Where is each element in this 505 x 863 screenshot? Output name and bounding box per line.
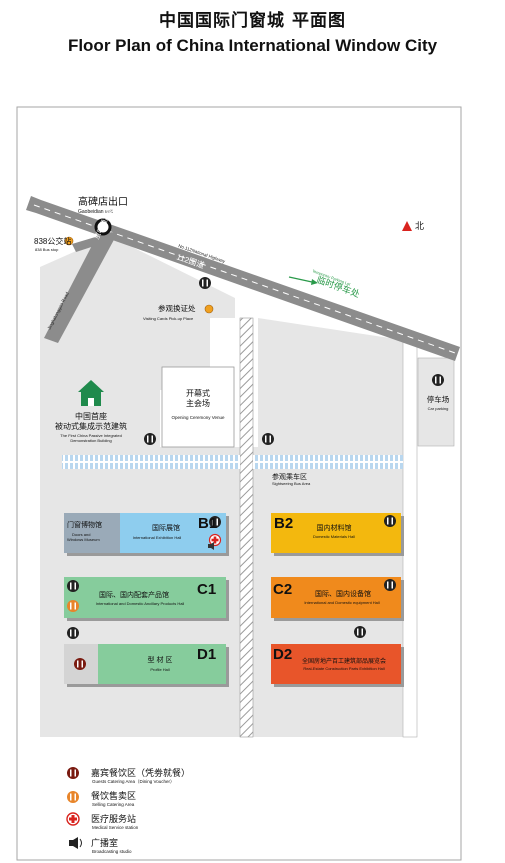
passive-label-en-1: The First China Passive Integrated xyxy=(60,433,122,438)
c1-name-en: International and Domestic Ancillary Pro… xyxy=(96,601,185,606)
venue-label-en: Opening Ceremony Venue xyxy=(171,415,225,420)
bus-stop-road xyxy=(72,232,116,252)
dining-icon xyxy=(209,516,221,528)
dining-icon xyxy=(144,433,156,445)
dining-icon xyxy=(384,515,396,527)
dining-icon xyxy=(262,433,274,445)
temp-parking-arrow xyxy=(288,276,313,283)
d1-name-cn: 型 材 区 xyxy=(148,655,173,664)
dining-icon xyxy=(354,626,366,638)
north-east-ground xyxy=(258,318,403,447)
bus-lane-east xyxy=(253,455,403,469)
legend-vip-dining-icon xyxy=(67,767,79,779)
exit-label-cn: 高碑店出口 xyxy=(78,195,128,208)
bus-area-label-cn: 参观乘车区 xyxy=(272,472,307,481)
pickup-label-en: Visiting Cards Pick-up Place xyxy=(143,316,194,321)
passive-label-cn-2: 被动式集成示范建筑 xyxy=(55,421,127,431)
legend-2-en: Selling Catering Area xyxy=(92,802,135,807)
east-road xyxy=(402,339,418,738)
catering-icon xyxy=(67,600,79,612)
exit-label-en: Gaobeidian exit xyxy=(78,209,113,215)
north-label: 北 xyxy=(415,221,424,231)
bus-stop-label-cn: 838公交站 xyxy=(34,236,71,246)
central-walkway xyxy=(239,317,254,738)
b1-code: B1 xyxy=(198,515,217,532)
dining-icon xyxy=(67,580,79,592)
b1-museum-cn: 门窗博物馆 xyxy=(67,520,102,529)
pickup-label-cn: 参观换证处 xyxy=(158,303,196,313)
passive-building-house-icon xyxy=(78,380,104,406)
legend-3-cn: 医疗服务站 xyxy=(91,813,136,824)
highway-centerline xyxy=(33,204,459,355)
hall-c2-block xyxy=(271,577,404,621)
hall-c1-block xyxy=(64,577,229,621)
opening-ceremony-building xyxy=(161,366,235,448)
dining-icons xyxy=(67,277,444,639)
bus-lane-west xyxy=(62,455,240,469)
legend-catering-icon xyxy=(67,791,79,803)
b1-name-en: International Exhibition Hall xyxy=(133,535,182,540)
b1-name-cn: 国际展馆 xyxy=(152,523,180,532)
legend-4-cn: 广播室 xyxy=(91,837,118,848)
c2-code: C2 xyxy=(273,581,292,598)
medical-icon xyxy=(208,533,222,547)
c1-code: C1 xyxy=(197,581,216,598)
passive-label-cn-1: 中国首座 xyxy=(75,411,107,421)
b1-museum-en-1: Doors and xyxy=(72,532,90,537)
bus-stop-marker xyxy=(64,236,74,246)
d1-code: D1 xyxy=(197,646,216,663)
legend-2-cn: 餐饮售卖区 xyxy=(91,790,136,801)
legend-3-en: Medical Service station xyxy=(92,825,139,830)
dining-icon xyxy=(67,627,79,639)
dining-icon xyxy=(432,374,444,386)
bus-area-label-en: Sightseeing Bus Area xyxy=(272,481,311,486)
dining-icon xyxy=(199,277,211,289)
car-parking-area xyxy=(417,357,455,447)
d1-name-en: Profile Hall xyxy=(150,667,169,672)
parking-label-en: Car parking xyxy=(428,406,449,411)
hall-b1-block xyxy=(64,513,229,556)
parking-label-cn: 停车场 xyxy=(427,394,450,404)
title-chinese: 中国国际门窗城 平面图 xyxy=(159,11,346,31)
venue-label-cn-1: 开幕式 xyxy=(186,388,210,398)
broadcast-icon xyxy=(208,542,214,550)
c2-name-cn: 国际、国内设备馆 xyxy=(315,589,371,598)
c1-name-cn: 国际、国内配套产品馆 xyxy=(99,590,169,599)
b1-museum-en-2: Windows Museum xyxy=(67,537,100,542)
legend-1-cn: 嘉宾餐饮区（凭劵就餐） xyxy=(91,767,190,778)
b2-name-en: Domestic Materials Hall xyxy=(313,534,355,539)
bus-stop-label-en: 838 Bus stop xyxy=(35,247,59,252)
legend-4-en: Broadcasting studio xyxy=(92,849,132,854)
exit-marker xyxy=(94,218,112,236)
legend-broadcast-icon xyxy=(69,837,82,849)
jinghatonggao-road xyxy=(44,230,116,343)
hall-d2-block xyxy=(271,644,404,687)
north-arrow-icon xyxy=(402,221,412,231)
temp-parking-arrowhead xyxy=(311,279,318,285)
b2-code: B2 xyxy=(274,515,293,532)
dining-icon xyxy=(384,579,396,591)
d2-code: D2 xyxy=(273,646,292,663)
vip-dining-icon xyxy=(74,658,86,670)
passive-label-en-2: Demonstration Building xyxy=(70,438,111,443)
c2-name-en: International and Domestic equipment Hal… xyxy=(304,600,379,605)
legend-medical-icon xyxy=(66,812,80,826)
pickup-place-marker xyxy=(204,304,214,314)
b2-name-cn: 国内材料馆 xyxy=(317,523,352,532)
d2-name-en: Real-Estate Construction Parts Exhibitio… xyxy=(303,666,384,671)
d2-name-cn: 全国房地产百工建筑部品展览会 xyxy=(302,657,386,665)
title-english: Floor Plan of China International Window… xyxy=(67,36,438,55)
hall-b2-block xyxy=(271,513,404,556)
hall-d1-block xyxy=(64,644,229,687)
legend-1-en: Guests Catering Area（Dining Voucher） xyxy=(92,779,175,784)
venue-label-cn-2: 主会场 xyxy=(186,398,210,408)
